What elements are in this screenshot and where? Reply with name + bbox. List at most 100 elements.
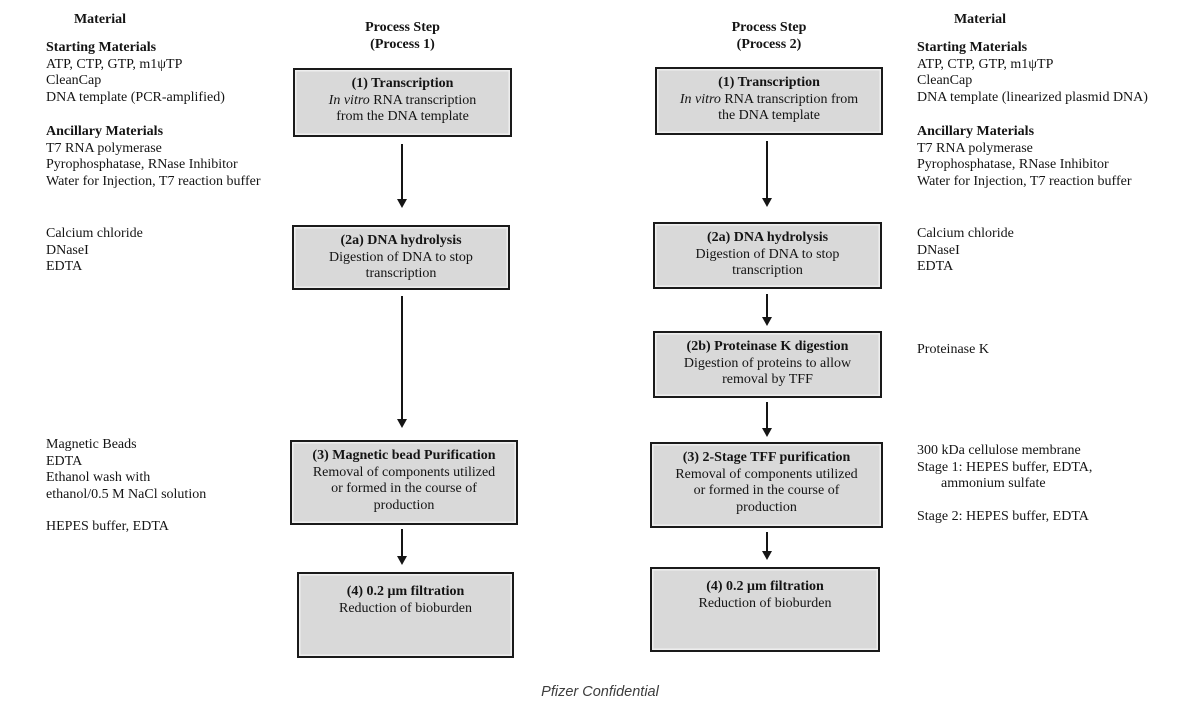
- body-text: RNA transcription from: [720, 91, 859, 107]
- material-line: Ethanol wash with: [46, 470, 151, 485]
- box-body-line: Digestion of DNA to stop: [329, 249, 473, 265]
- box-title: (3) Magnetic bead Purification: [312, 448, 496, 463]
- arrow-head: [762, 198, 772, 207]
- process1-box-filtration: (4) 0.2 μm filtration Reduction of biobu…: [297, 572, 514, 658]
- material-line: Proteinase K: [917, 342, 989, 357]
- starting-materials-title: Starting Materials: [917, 40, 1028, 55]
- box-body-line: production: [373, 497, 435, 513]
- material-line: ethanol/0.5 M NaCl solution: [46, 486, 207, 502]
- process2-box-transcription: (1) Transcription In vitro RNA transcrip…: [655, 67, 883, 135]
- box-body-line: transcription: [732, 263, 803, 278]
- arrow-shaft: [766, 141, 768, 199]
- process1-box-magnetic-bead-purification: (3) Magnetic bead Purification Removal o…: [290, 440, 518, 525]
- box-body-line: production: [736, 499, 797, 515]
- box-body-line: Digestion of DNA to stop: [695, 246, 840, 262]
- flow-arrow-down: [396, 296, 408, 428]
- material-line: DNaseI: [917, 242, 960, 258]
- italic-text: In vitro: [328, 92, 370, 108]
- arrow-head: [762, 317, 772, 326]
- box-body-line: In vitro RNA transcription from: [657, 92, 881, 109]
- box-body-line: Reduction of bioburden: [698, 595, 832, 611]
- arrow-head: [762, 551, 772, 560]
- material-line: DNA template (PCR-amplified): [46, 89, 225, 105]
- process1-header: Process Step (Process 1): [293, 19, 512, 53]
- right-materials-step2b: Proteinase K: [917, 342, 989, 359]
- right-materials-step2a: Calcium chloride DNaseI EDTA: [917, 226, 1014, 276]
- confidential-footer: Pfizer Confidential: [541, 684, 659, 700]
- arrow-shaft: [766, 532, 768, 552]
- material-line: Calcium chloride: [917, 226, 1014, 241]
- flow-arrow-down: [396, 144, 408, 208]
- body-text: RNA transcription: [369, 92, 477, 108]
- arrow-head: [397, 556, 407, 565]
- box-body-line: or formed in the course of: [331, 481, 477, 496]
- process1-header-line1: Process Step: [365, 20, 440, 35]
- material-line: EDTA: [46, 453, 83, 469]
- box-title: (3) 2-Stage TFF purification: [682, 450, 851, 465]
- process2-header-line2: (Process 2): [736, 37, 802, 52]
- left-materials-step2a: Calcium chloride DNaseI EDTA: [46, 226, 143, 276]
- box-title: (1) Transcription: [351, 76, 454, 91]
- flow-arrow-down: [761, 402, 773, 437]
- material-line: T7 RNA polymerase: [46, 140, 162, 156]
- material-line: DNA template (linearized plasmid DNA): [917, 89, 1148, 105]
- flow-arrow-down: [761, 532, 773, 560]
- material-line: ammonium sulfate: [941, 476, 1046, 491]
- material-line: 300 kDa cellulose membrane: [917, 443, 1081, 458]
- right-material-header: Material: [953, 12, 1007, 27]
- arrow-shaft: [766, 294, 768, 318]
- right-materials-step1: Starting Materials ATP, CTP, GTP, m1ψTP …: [917, 40, 1148, 190]
- process2-box-dna-hydrolysis: (2a) DNA hydrolysis Digestion of DNA to …: [653, 222, 882, 289]
- arrow-shaft: [401, 144, 403, 200]
- ancillary-materials-title: Ancillary Materials: [917, 124, 1035, 139]
- left-material-header: Material: [73, 12, 127, 27]
- material-line: CleanCap: [46, 73, 102, 88]
- left-materials-step1: Starting Materials ATP, CTP, GTP, m1ψTP …: [46, 40, 260, 190]
- process2-header: Process Step (Process 2): [655, 19, 883, 53]
- material-line: ATP, CTP, GTP, m1ψTP: [46, 56, 183, 72]
- left-materials-step3: Magnetic Beads EDTA Ethanol wash with et…: [46, 437, 206, 503]
- flow-arrow-down: [761, 141, 773, 207]
- process1-box-dna-hydrolysis: (2a) DNA hydrolysis Digestion of DNA to …: [292, 225, 510, 290]
- process2-box-tff-purification: (3) 2-Stage TFF purification Removal of …: [650, 442, 883, 528]
- right-materials-step3-stage2: Stage 2: HEPES buffer, EDTA: [917, 509, 1089, 526]
- material-line: EDTA: [917, 259, 954, 274]
- box-body-line: In vitro RNA transcription: [295, 93, 510, 110]
- box-title: (2a) DNA hydrolysis: [706, 230, 829, 245]
- box-body-line: or formed in the course of: [693, 483, 840, 498]
- box-title: (4) 0.2 μm filtration: [346, 584, 465, 599]
- process2-header-line1: Process Step: [731, 20, 807, 35]
- material-line: Water for Injection, T7 reaction buffer: [917, 173, 1132, 189]
- process1-box-transcription: (1) Transcription In vitro RNA transcrip…: [293, 68, 512, 137]
- italic-text: In vitro: [679, 91, 721, 107]
- spacer: [46, 106, 260, 124]
- material-line: HEPES buffer, EDTA: [46, 519, 169, 534]
- material-line: Water for Injection, T7 reaction buffer: [46, 173, 261, 189]
- arrow-head: [397, 199, 407, 208]
- box-body-line: from the DNA template: [336, 109, 469, 124]
- box-title: (2a) DNA hydrolysis: [340, 233, 462, 248]
- material-line: Pyrophosphatase, RNase Inhibitor: [46, 157, 238, 172]
- arrow-shaft: [401, 529, 403, 557]
- box-body-line: removal by TFF: [722, 372, 813, 387]
- flow-arrow-down: [396, 529, 408, 565]
- right-materials-step3: 300 kDa cellulose membrane Stage 1: HEPE…: [917, 443, 1092, 493]
- material-line: T7 RNA polymerase: [917, 140, 1033, 156]
- material-line: Pyrophosphatase, RNase Inhibitor: [917, 157, 1109, 172]
- material-line: Calcium chloride: [46, 226, 143, 241]
- box-body-line: the DNA template: [718, 108, 820, 123]
- starting-materials-title: Starting Materials: [46, 40, 157, 55]
- box-title: (2b) Proteinase K digestion: [686, 339, 849, 354]
- material-line: Magnetic Beads: [46, 437, 137, 452]
- box-body-line: transcription: [365, 266, 437, 281]
- flow-arrow-down: [761, 294, 773, 326]
- box-body-line: Reduction of bioburden: [339, 600, 472, 616]
- left-materials-buffer: HEPES buffer, EDTA: [46, 519, 169, 536]
- box-body-line: Removal of components utilized: [312, 464, 496, 480]
- box-title: (1) Transcription: [718, 75, 820, 90]
- material-line: ATP, CTP, GTP, m1ψTP: [917, 56, 1054, 72]
- arrow-head: [762, 428, 772, 437]
- box-body-line: Digestion of proteins to allow: [683, 355, 852, 371]
- material-line: Stage 1: HEPES buffer, EDTA,: [917, 459, 1093, 475]
